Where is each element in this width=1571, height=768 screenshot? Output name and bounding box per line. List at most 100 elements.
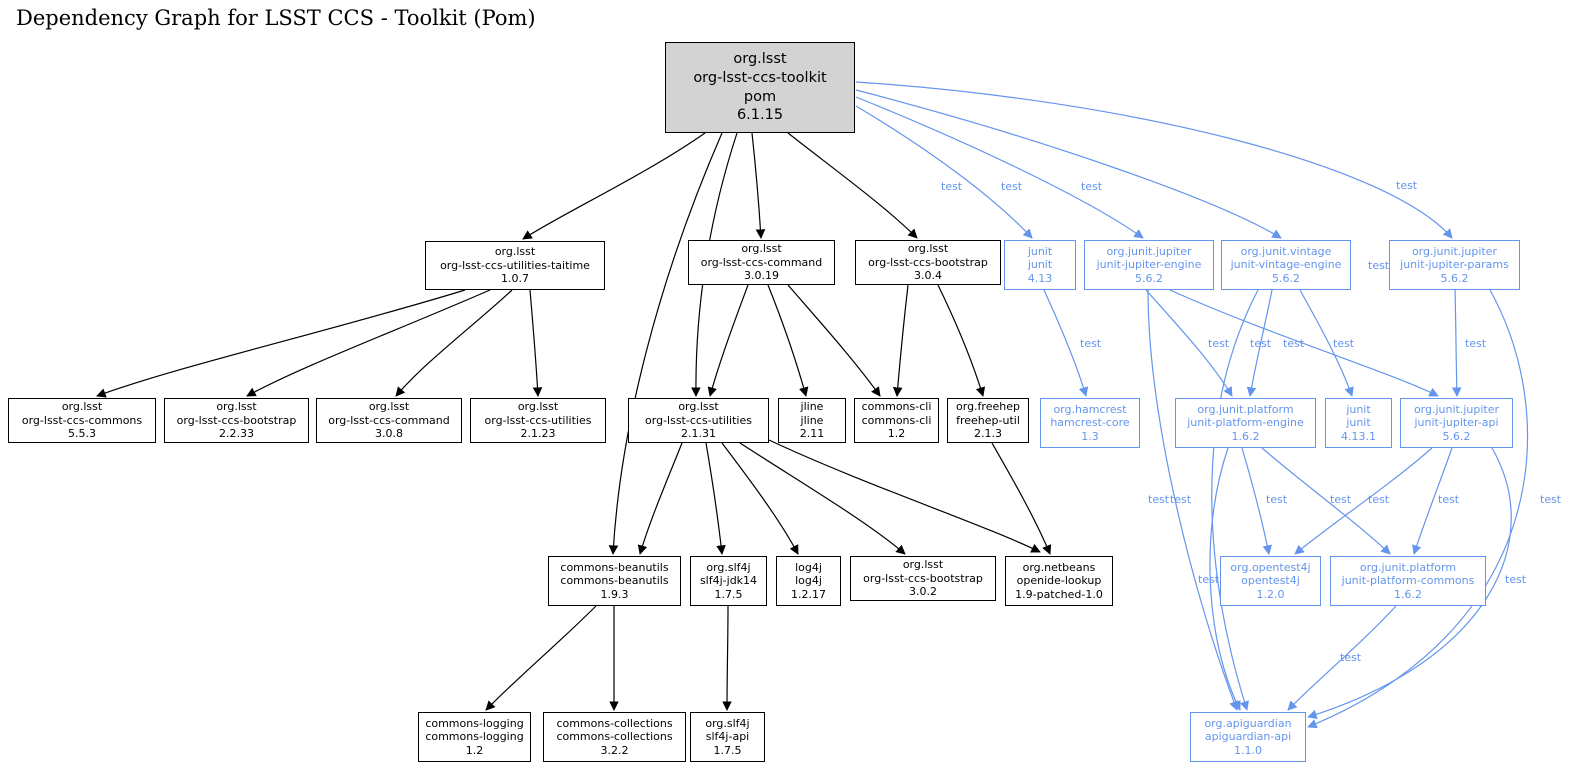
node-line: 1.2 bbox=[465, 743, 484, 757]
node-line: org.lsst bbox=[216, 400, 257, 414]
node-line: junit bbox=[1346, 402, 1371, 416]
edge-label-test: test bbox=[1333, 337, 1355, 350]
node-line: junit-jupiter-params bbox=[1400, 258, 1509, 272]
edge-label-test: test bbox=[1001, 180, 1023, 193]
edge-label-test: test bbox=[1148, 493, 1170, 506]
node-line: commons-logging bbox=[425, 730, 524, 744]
node-line: 2.1.3 bbox=[974, 427, 1002, 441]
node-line: pom bbox=[743, 88, 777, 105]
node-line: 2.1.23 bbox=[520, 427, 556, 441]
node-line: 5.6.2 bbox=[1272, 271, 1300, 285]
edge-label-test: test bbox=[1330, 493, 1352, 506]
edge-jupiterapi-opentest4j bbox=[1294, 447, 1433, 555]
node-line: junit bbox=[1027, 258, 1053, 272]
edge-jupiterapi-apiguardian bbox=[1307, 447, 1512, 719]
node-line: slf4j-jdk14 bbox=[699, 574, 758, 588]
edge-taitime-commons553 bbox=[96, 289, 466, 398]
node-line: junit bbox=[1346, 416, 1371, 430]
node-line: openide-lookup bbox=[1016, 574, 1102, 588]
edge-utilities2131-beanutils bbox=[637, 442, 683, 555]
node-line: org.lsst bbox=[517, 400, 559, 414]
node-line: log4j bbox=[795, 574, 822, 588]
node-line: 1.9.3 bbox=[600, 587, 629, 601]
node-line: org.lsst bbox=[678, 400, 719, 414]
edge-root-vintageengine bbox=[855, 89, 1282, 239]
node-line: org-lsst-ccs-command bbox=[700, 255, 823, 269]
node-line: 1.3 bbox=[1081, 429, 1099, 443]
edge-slf4jjdk14-slf4japi bbox=[722, 605, 732, 711]
edge-root-jupiterparams bbox=[855, 81, 1453, 239]
edge-bootstrap304-freehep bbox=[937, 284, 986, 397]
node-line: 1.1.0 bbox=[1234, 743, 1262, 757]
edge-root-bootstrap304 bbox=[787, 132, 918, 239]
edge-command3019-jline bbox=[767, 284, 809, 397]
node-line: 6.1.15 bbox=[736, 107, 784, 124]
node-line: jline bbox=[800, 413, 824, 427]
edge-platformengine-opentest4j bbox=[1241, 447, 1272, 555]
edge-label-test: test bbox=[1208, 337, 1230, 350]
node-line: commons-beanutils bbox=[560, 574, 669, 588]
edge-root-taitime bbox=[522, 132, 706, 240]
edge-beanutils-commonslogging bbox=[485, 605, 597, 711]
edge-platformcommons-apiguardian bbox=[1287, 605, 1397, 711]
node-line: org.junit.jupiter bbox=[1413, 402, 1500, 416]
node-line: org.netbeans bbox=[1022, 560, 1096, 574]
node-line: 2.1.31 bbox=[681, 427, 716, 441]
node-line: 3.0.2 bbox=[909, 585, 937, 599]
edge-jupiterparams-jupiterapi bbox=[1451, 289, 1462, 397]
edge-label-test: test bbox=[1080, 337, 1102, 350]
node-line: org.freehep bbox=[956, 400, 1020, 414]
node-line: 1.6.2 bbox=[1394, 587, 1422, 601]
node-line: org.junit.jupiter bbox=[1106, 244, 1192, 258]
edge-label-test: test bbox=[1340, 651, 1362, 664]
node-line: junit-jupiter-api bbox=[1414, 416, 1499, 430]
node-line: org.hamcrest bbox=[1053, 402, 1127, 416]
node-line: org.slf4j bbox=[705, 716, 750, 730]
node-line: apiguardian-api bbox=[1204, 730, 1292, 744]
edge-vintageengine-apiguardian bbox=[1211, 289, 1259, 711]
edge-label-test: test bbox=[1250, 337, 1272, 350]
node-line: commons-cli bbox=[861, 400, 932, 414]
node-line: junit-vintage-engine bbox=[1230, 258, 1342, 272]
node-line: org-lsst-ccs-command bbox=[328, 413, 450, 427]
edge-label-test: test bbox=[941, 180, 963, 193]
node-line: org.lsst bbox=[733, 50, 787, 67]
edge-taitime-command308 bbox=[395, 289, 513, 397]
node-line: 5.5.3 bbox=[68, 427, 96, 441]
edge-freehep-openide bbox=[991, 442, 1052, 555]
node-line: org.junit.platform bbox=[1197, 402, 1294, 416]
node-line: org.lsst bbox=[368, 400, 410, 414]
edge-label-test: test bbox=[1368, 259, 1390, 272]
edge-vintageengine-platformengine bbox=[1246, 289, 1273, 397]
node-line: 1.2.0 bbox=[1256, 587, 1285, 601]
node-line: org-lsst-ccs-bootstrap bbox=[176, 413, 297, 427]
node-line: commons-collections bbox=[556, 716, 673, 730]
node-line: junit bbox=[1027, 244, 1053, 258]
page-title: Dependency Graph for LSST CCS - Toolkit … bbox=[16, 6, 536, 30]
node-line: org.lsst bbox=[494, 245, 536, 259]
edge-command3019-commonscli bbox=[787, 284, 881, 397]
node-line: 1.9-patched-1.0 bbox=[1015, 587, 1103, 601]
node-line: 1.2 bbox=[887, 427, 906, 441]
node-line: 1.7.5 bbox=[714, 587, 743, 601]
edge-utilities2131-log4j bbox=[721, 442, 799, 555]
edge-jupiterengine-apiguardian bbox=[1147, 289, 1239, 711]
node-line: org.lsst bbox=[741, 242, 782, 256]
edge-platformengine-apiguardian bbox=[1209, 447, 1241, 711]
